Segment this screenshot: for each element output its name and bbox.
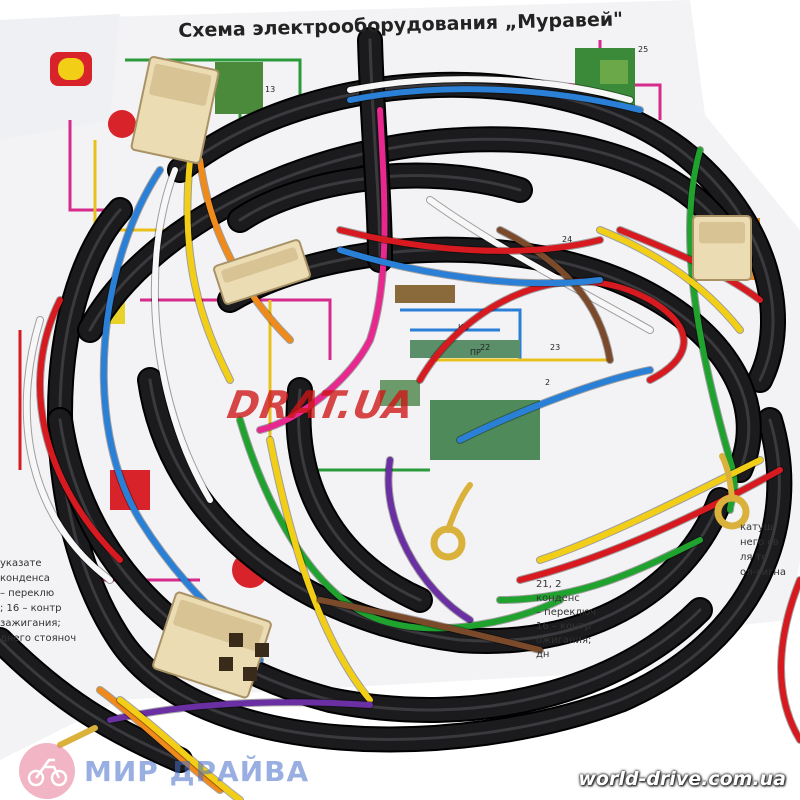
socket-hole	[255, 643, 269, 657]
red-wire	[417, 278, 687, 383]
diagram-legend-edge: катуш него св ля те ол-сигна	[740, 520, 800, 580]
sheath-highlight	[228, 248, 751, 472]
legend-line: днего стояноч	[0, 633, 77, 644]
brand-logo: МИР ДРАЙВА	[16, 740, 309, 800]
svg-text:ПР: ПР	[470, 348, 481, 357]
watermark-logo: DRAT.UA	[224, 383, 418, 427]
legend-line: 16 – контр	[536, 621, 591, 632]
red-wire	[517, 467, 783, 583]
white-wire	[427, 197, 653, 333]
legend-line: зажигания;	[0, 618, 61, 629]
svg-text:13: 13	[265, 85, 275, 94]
blue-wire	[337, 247, 603, 287]
yellow-wire	[117, 697, 243, 800]
red-wire	[778, 577, 800, 743]
svg-text:22: 22	[480, 343, 490, 352]
legend-line: ля те	[740, 552, 768, 563]
legend-line: ол-сигна	[740, 567, 787, 578]
legend-line: конденс	[536, 593, 580, 604]
white-wire	[347, 76, 633, 103]
legend-line: дн	[536, 649, 550, 660]
green-wire	[497, 537, 703, 603]
legend-line: ; 16 – контр	[0, 603, 62, 614]
svg-text:23: 23	[550, 343, 560, 352]
blue-wire	[457, 367, 653, 443]
purple-wire	[385, 457, 473, 623]
harness	[0, 27, 800, 800]
green-wire	[237, 417, 563, 632]
svg-text:24: 24	[562, 235, 572, 244]
red-wire	[337, 227, 603, 254]
sheath-highlight	[58, 208, 781, 741]
legend-line: катуш	[740, 522, 774, 533]
yellow-wire	[184, 157, 233, 383]
brand-name: МИР ДРАЙВА	[84, 754, 310, 788]
white-wire	[151, 167, 213, 503]
brown-wire	[317, 597, 543, 653]
legend-line: указате	[0, 558, 42, 569]
yellow-wire	[597, 227, 743, 333]
blue-wire	[347, 86, 643, 113]
purple-wire	[107, 699, 373, 723]
legend-line: ожигания;	[536, 635, 592, 646]
sheath-highlight	[178, 83, 775, 382]
socket-hole	[243, 667, 257, 681]
red-wire	[37, 297, 123, 563]
diagram-legend-left: указате конденса – переклю ; 16 – контр …	[0, 556, 120, 646]
svg-text:25: 25	[638, 45, 648, 54]
orange-wire	[97, 687, 223, 793]
site-url: world-drive.com.ua	[578, 768, 786, 790]
motorcycle-icon	[19, 743, 75, 799]
sheath-highlight	[148, 378, 722, 643]
pin-terminal	[57, 725, 98, 748]
legend-line: 21, 2	[536, 579, 562, 590]
legend-line: – переключ	[536, 607, 597, 618]
legend-line: – переклю	[0, 588, 55, 599]
sheath-highlight	[297, 388, 422, 602]
terminal-crimp	[445, 482, 473, 533]
legend-line: конденса	[0, 573, 50, 584]
svg-text:2: 2	[545, 378, 550, 387]
white-wire	[23, 317, 113, 583]
connector-plug	[213, 239, 311, 305]
terminal-crimp	[719, 453, 735, 501]
connector-plug	[692, 215, 752, 281]
sheath-highlight	[0, 638, 182, 762]
legend-line: него св	[740, 537, 779, 548]
connector-plug	[130, 56, 220, 164]
yellow-wire	[267, 437, 373, 703]
diagram-legend-center: 21, 2 конденс – переключ 16 – контр ожиг…	[536, 578, 631, 662]
socket-hole	[229, 633, 243, 647]
pink-wire	[257, 107, 388, 433]
socket-hole	[219, 657, 233, 671]
